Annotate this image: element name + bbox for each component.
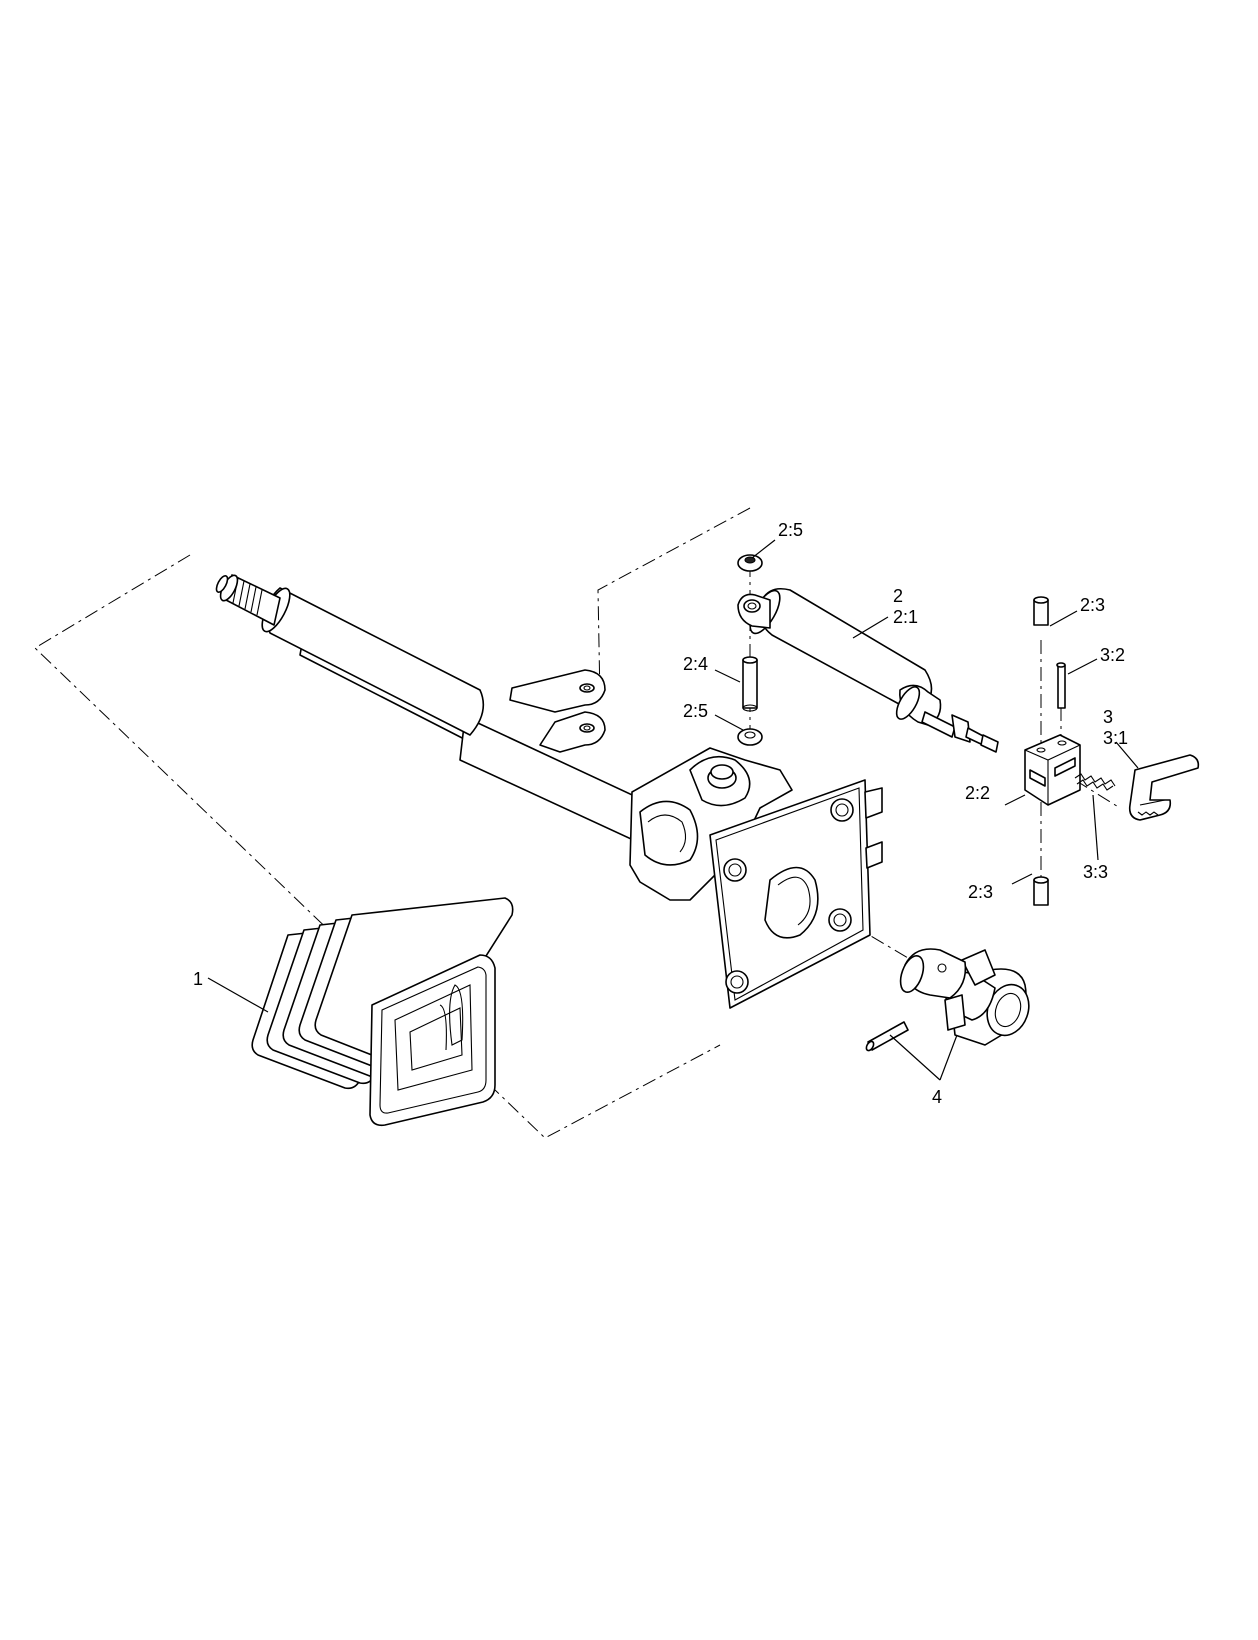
- callout-2-3-top: 2:3: [1080, 595, 1105, 615]
- callout-2: 2: [893, 586, 903, 606]
- bellows-boot: [251, 897, 514, 1127]
- callout-3-1: 3:1: [1103, 728, 1128, 748]
- washer-top: [737, 554, 763, 572]
- column-brackets: [509, 669, 606, 753]
- callout-2-2: 2:2: [965, 783, 990, 803]
- callout-3: 3: [1103, 707, 1113, 727]
- leader-lines: [207, 539, 1139, 1081]
- steering-column: [215, 574, 661, 851]
- callout-4: 4: [932, 1087, 942, 1107]
- pin: [742, 656, 758, 712]
- callout-2-5-bottom: 2:5: [683, 701, 708, 721]
- spring: [1074, 773, 1116, 791]
- callout-2-1: 2:1: [893, 607, 918, 627]
- callout-3-2: 3:2: [1100, 645, 1125, 665]
- callout-2-5-top: 2:5: [778, 520, 803, 540]
- dowel-pin-top: [1033, 596, 1049, 626]
- callout-3-3: 3:3: [1083, 862, 1108, 882]
- clevis-block: [1024, 734, 1081, 806]
- universal-joint: [899, 948, 1030, 1046]
- gas-spring: [737, 587, 999, 753]
- mounting-bracket: [629, 747, 883, 1009]
- latch-plate: [1128, 754, 1200, 821]
- callout-2-3-bottom: 2:3: [968, 882, 993, 902]
- callout-1: 1: [193, 969, 203, 989]
- callout-labels: 1 2:5 2:4 2:5 2 2:1 2:3 3:2 3 3:1 2:2 2:…: [193, 520, 1128, 1107]
- joint-pin: [865, 1021, 909, 1052]
- washer-bottom: [737, 728, 763, 746]
- roll-pin: [1056, 662, 1066, 709]
- callout-2-4: 2:4: [683, 654, 708, 674]
- assembly-centerlines: [34, 507, 1121, 1139]
- dowel-pin-bottom: [1033, 876, 1049, 906]
